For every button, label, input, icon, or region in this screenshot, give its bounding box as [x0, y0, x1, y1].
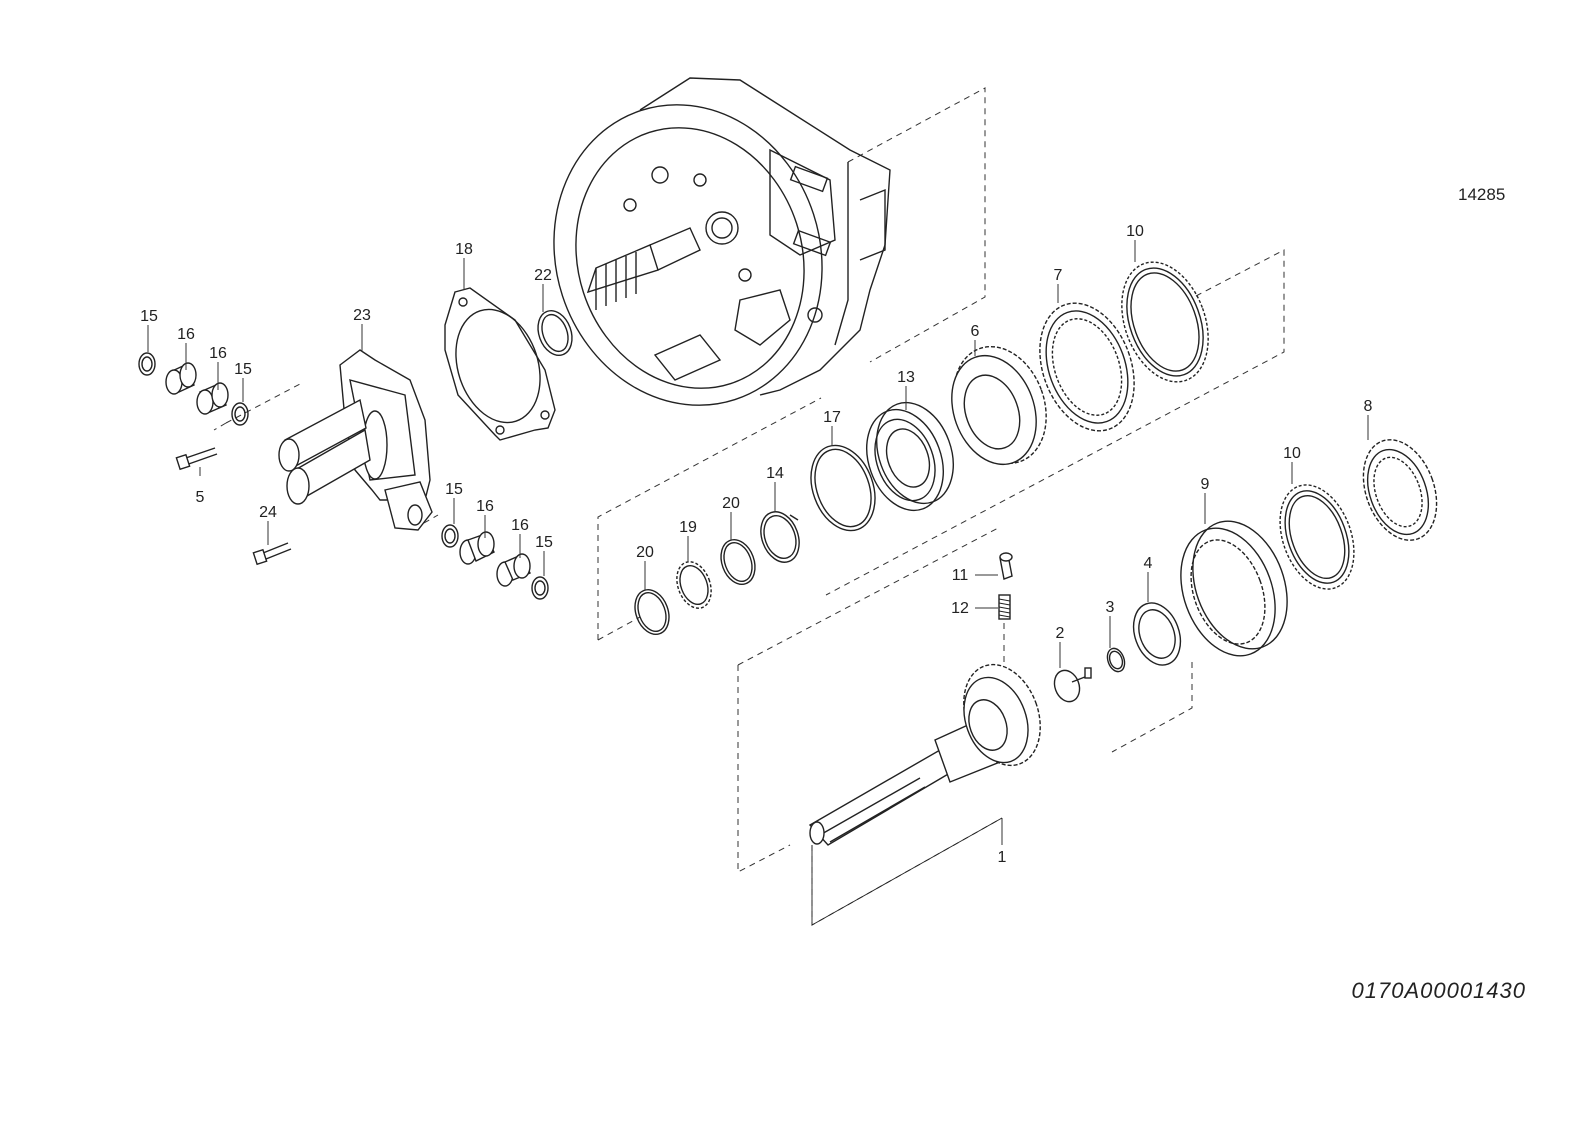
callout-6: 6 — [971, 323, 980, 340]
main-shaft-1 — [808, 663, 1041, 846]
bearing-13 — [866, 401, 954, 512]
detent-pin-11 — [999, 552, 1013, 580]
synchro-ring-7 — [1039, 302, 1135, 432]
thrust-piece-2 — [1053, 667, 1092, 703]
callout-3: 3 — [1106, 599, 1115, 616]
callout-16: 16 — [177, 326, 195, 343]
callout-1: 1 — [998, 849, 1007, 866]
callout-23: 23 — [353, 307, 371, 324]
snap-ring-3 — [1106, 647, 1126, 673]
callout-9: 9 — [1201, 476, 1210, 493]
ring-20-a — [634, 589, 670, 635]
callout-10: 10 — [1283, 445, 1301, 462]
synchro-ring-10-a — [1121, 261, 1209, 383]
callout-20: 20 — [722, 495, 740, 512]
callout-11: 11 — [952, 567, 969, 584]
callout-14: 14 — [766, 465, 784, 482]
callout-7: 7 — [1054, 267, 1063, 284]
callout-20: 20 — [636, 544, 654, 561]
drawing-ref-number: 14285 — [1458, 185, 1505, 204]
callout-13: 13 — [897, 369, 915, 386]
ring-20-b — [720, 539, 756, 585]
callout-10: 10 — [1126, 223, 1144, 240]
snap-ring-14 — [760, 511, 800, 563]
small-parts-lower — [252, 524, 549, 600]
callout-15: 15 — [445, 481, 463, 498]
cover-23 — [278, 349, 433, 531]
callout-8: 8 — [1364, 398, 1373, 415]
callout-24: 24 — [259, 504, 277, 521]
callout-15: 15 — [535, 534, 553, 551]
ring-17 — [810, 444, 876, 532]
transmission-housing — [553, 77, 891, 406]
callout-12: 12 — [951, 600, 969, 617]
drawing-code: 0170A00001430 — [1352, 978, 1527, 1003]
callout-2: 2 — [1056, 625, 1065, 642]
spring-12 — [998, 594, 1011, 620]
synchro-ring-10-b — [1279, 484, 1355, 590]
callout-labels: 15 16 16 15 23 5 24 15 16 16 15 18 22 20… — [140, 223, 1372, 866]
leader-lines — [147, 240, 1369, 845]
callout-15: 15 — [234, 361, 252, 378]
callout-16: 16 — [511, 517, 529, 534]
callout-19: 19 — [679, 519, 697, 536]
synchro-body-8 — [1362, 439, 1438, 541]
wave-ring-19 — [676, 561, 712, 609]
sliding-sleeve-9 — [1180, 520, 1288, 657]
callout-5: 5 — [196, 489, 205, 506]
small-parts-upper — [138, 352, 249, 471]
gear-6 — [951, 345, 1047, 466]
callout-22: 22 — [534, 267, 552, 284]
callout-16: 16 — [476, 498, 494, 515]
gasket-18 — [444, 287, 556, 441]
callout-16: 16 — [209, 345, 227, 362]
ring-4 — [1132, 602, 1182, 666]
callout-17: 17 — [823, 409, 841, 426]
ring-22 — [537, 310, 573, 356]
callout-15: 15 — [140, 308, 158, 325]
callout-4: 4 — [1144, 555, 1153, 572]
callout-18: 18 — [455, 241, 473, 258]
